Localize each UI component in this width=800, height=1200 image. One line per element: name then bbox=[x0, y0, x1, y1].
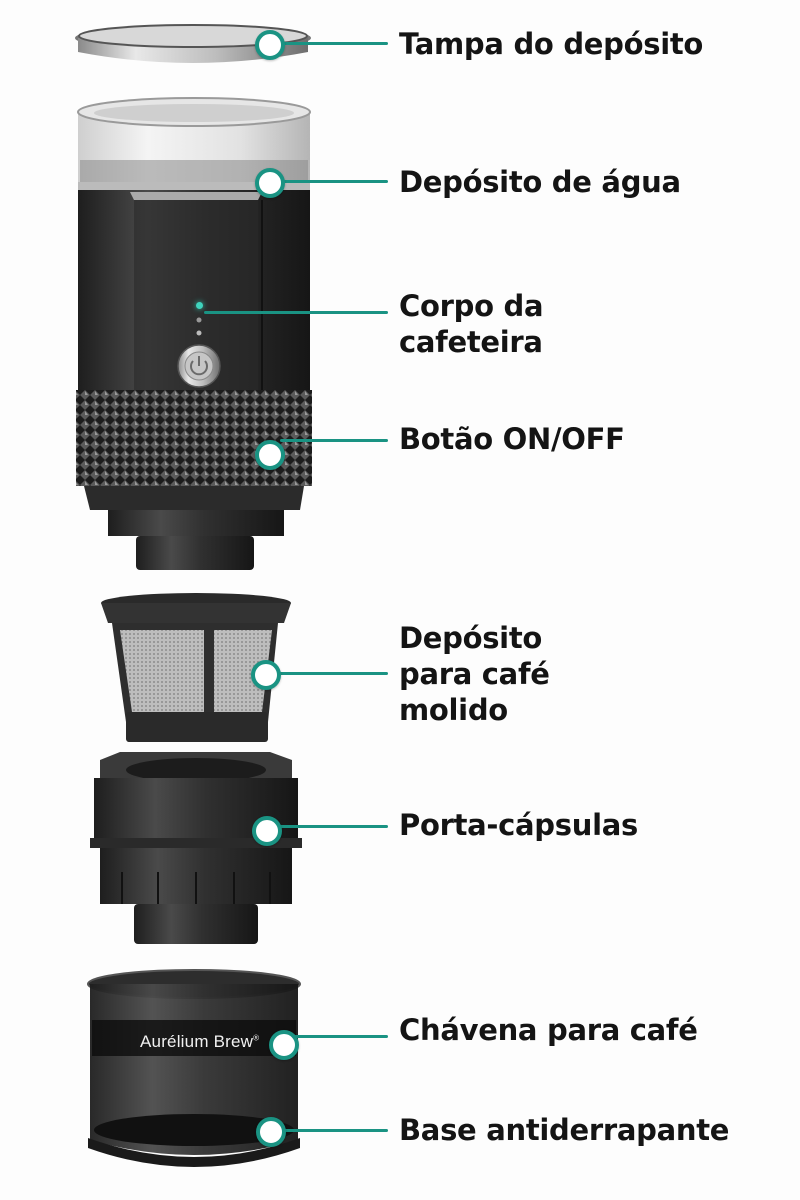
label-on-off-button: Botão ON/OFF bbox=[399, 422, 625, 456]
lid-shape bbox=[75, 24, 311, 63]
leader-line-water-tank bbox=[280, 180, 388, 183]
label-capsule-holder: Porta-cápsulas bbox=[399, 808, 638, 842]
knurled-ring-shape bbox=[76, 390, 312, 486]
label-lid: Tampa do depósito bbox=[399, 27, 704, 61]
filter-basket-shape bbox=[101, 593, 291, 742]
marker-ring-icon bbox=[255, 168, 285, 198]
body-shape bbox=[78, 190, 310, 390]
label-water-tank: Depósito de água bbox=[399, 165, 681, 199]
label-basket: Depósito para café molido bbox=[399, 621, 550, 727]
label-body: Corpo da cafeteira bbox=[399, 289, 544, 359]
water-tank-shape bbox=[77, 97, 311, 192]
leader-line-body bbox=[204, 311, 388, 314]
marker-ring-icon bbox=[251, 660, 281, 690]
leader-line-lid bbox=[280, 42, 388, 45]
capsule-holder-shape bbox=[90, 752, 302, 944]
marker-ring-icon bbox=[269, 1030, 299, 1060]
label-cup: Chávena para café bbox=[399, 1013, 698, 1047]
marker-ring-icon bbox=[255, 30, 285, 60]
leader-line-on-off bbox=[280, 439, 388, 442]
main-base-shape bbox=[84, 486, 304, 570]
led-indicator-icon bbox=[196, 302, 203, 309]
leader-line-cup bbox=[294, 1035, 388, 1038]
marker-ring-icon bbox=[255, 440, 285, 470]
leader-line-base bbox=[281, 1129, 388, 1132]
leader-line-capsule-holder bbox=[277, 825, 388, 828]
cup-shape bbox=[87, 969, 301, 1167]
leader-line-basket bbox=[276, 672, 388, 675]
brand-logo: Aurélium Brew® bbox=[140, 1032, 260, 1051]
marker-ring-icon bbox=[256, 1117, 286, 1147]
label-non-slip-base: Base antiderrapante bbox=[399, 1113, 730, 1147]
marker-ring-icon bbox=[252, 816, 282, 846]
